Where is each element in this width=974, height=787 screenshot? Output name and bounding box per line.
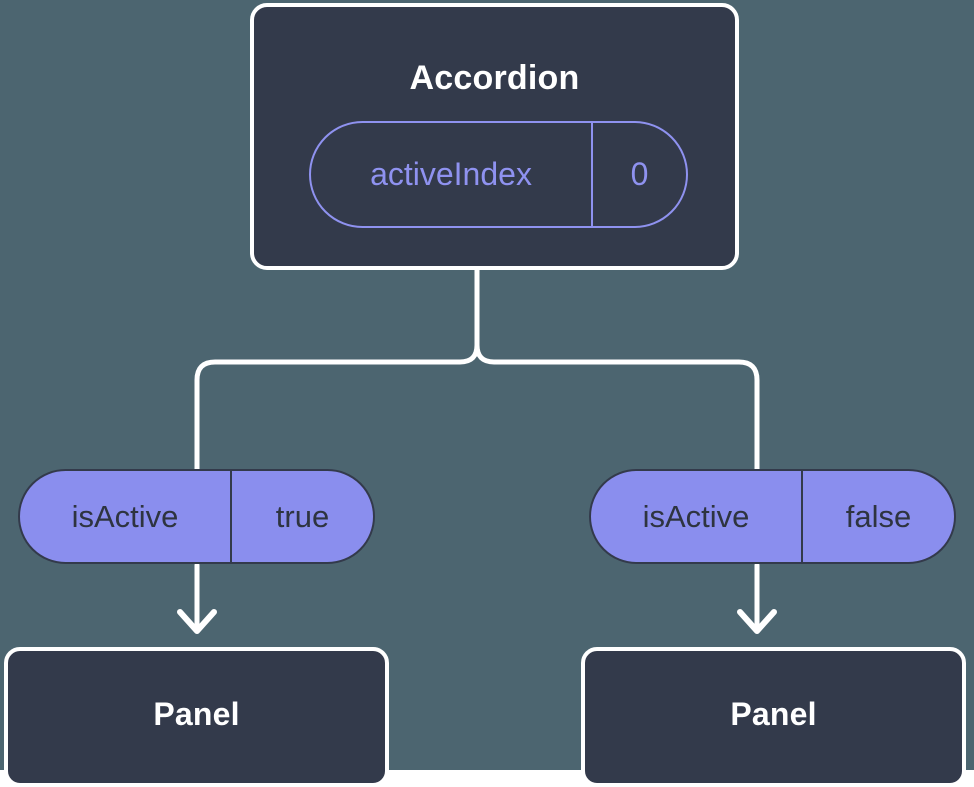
fork-connector <box>474 267 760 473</box>
prop-pill-is-active-false[interactable]: isActive false <box>589 469 956 564</box>
prop-pill-key: isActive <box>20 471 232 562</box>
prop-pill-key: isActive <box>591 471 803 562</box>
prop-pill-value: true <box>275 498 330 534</box>
state-pill-active-index[interactable]: activeIndex 0 <box>309 121 688 228</box>
node-panel-left-title: Panel <box>153 696 240 732</box>
state-pill-value: 0 <box>630 156 649 192</box>
node-panel-right[interactable]: Panel <box>581 647 966 787</box>
state-pill-key: activeIndex <box>311 123 593 226</box>
node-accordion[interactable]: Accordion activeIndex 0 <box>250 3 739 270</box>
arrow-head-left-icon <box>177 609 217 634</box>
node-panel-left[interactable]: Panel <box>4 647 389 787</box>
prop-pill-value: false <box>845 498 912 534</box>
arrow-head-right-icon <box>737 609 777 634</box>
prop-pill-is-active-true[interactable]: isActive true <box>18 469 375 564</box>
fork-connector-left-branch <box>194 342 480 473</box>
node-accordion-title: Accordion <box>409 59 580 97</box>
node-panel-right-title: Panel <box>730 696 817 732</box>
